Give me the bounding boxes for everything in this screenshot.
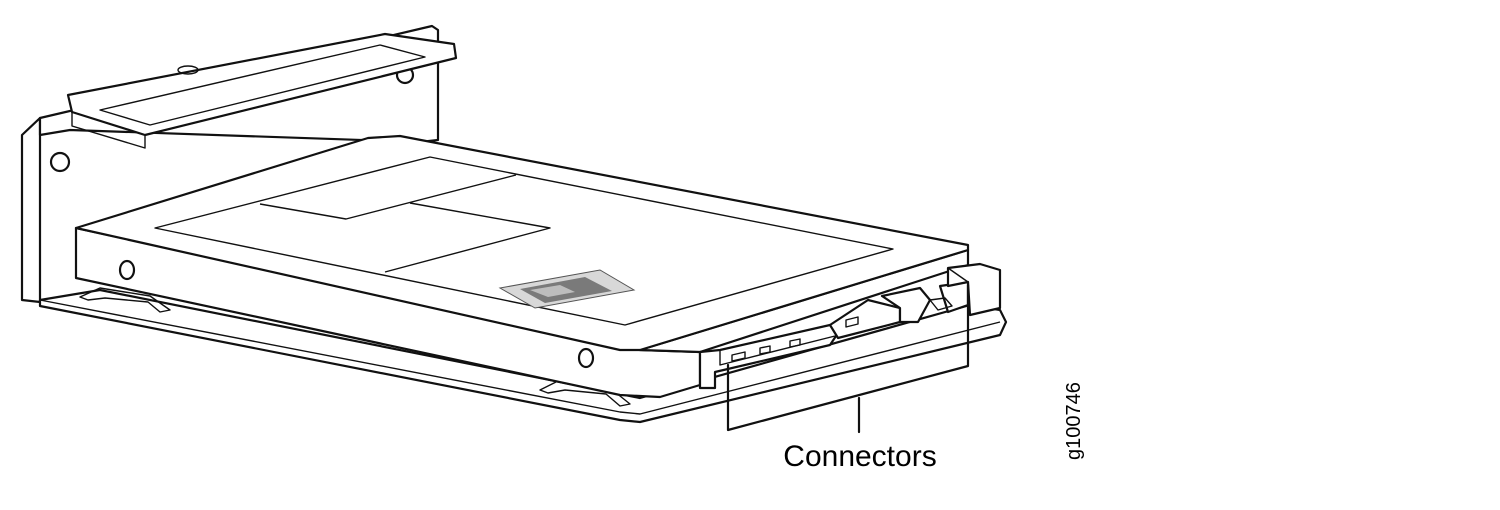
callout-label-connectors: Connectors (783, 440, 936, 473)
drive-screw-hole (118, 259, 136, 281)
connectors-callout: Connectors (726, 283, 970, 473)
drive-carrier-bracket (20, 24, 1008, 424)
sata-connectors (698, 262, 1002, 390)
data-connector (698, 323, 842, 390)
drive-screw-hole (577, 347, 595, 369)
tray-tab (79, 287, 171, 313)
ssd-body (74, 134, 970, 399)
qr-code-label (498, 269, 636, 309)
bracket-screw-hole (49, 151, 71, 173)
figure-id: g100746 (1063, 382, 1085, 460)
carrier-handle (66, 32, 458, 149)
